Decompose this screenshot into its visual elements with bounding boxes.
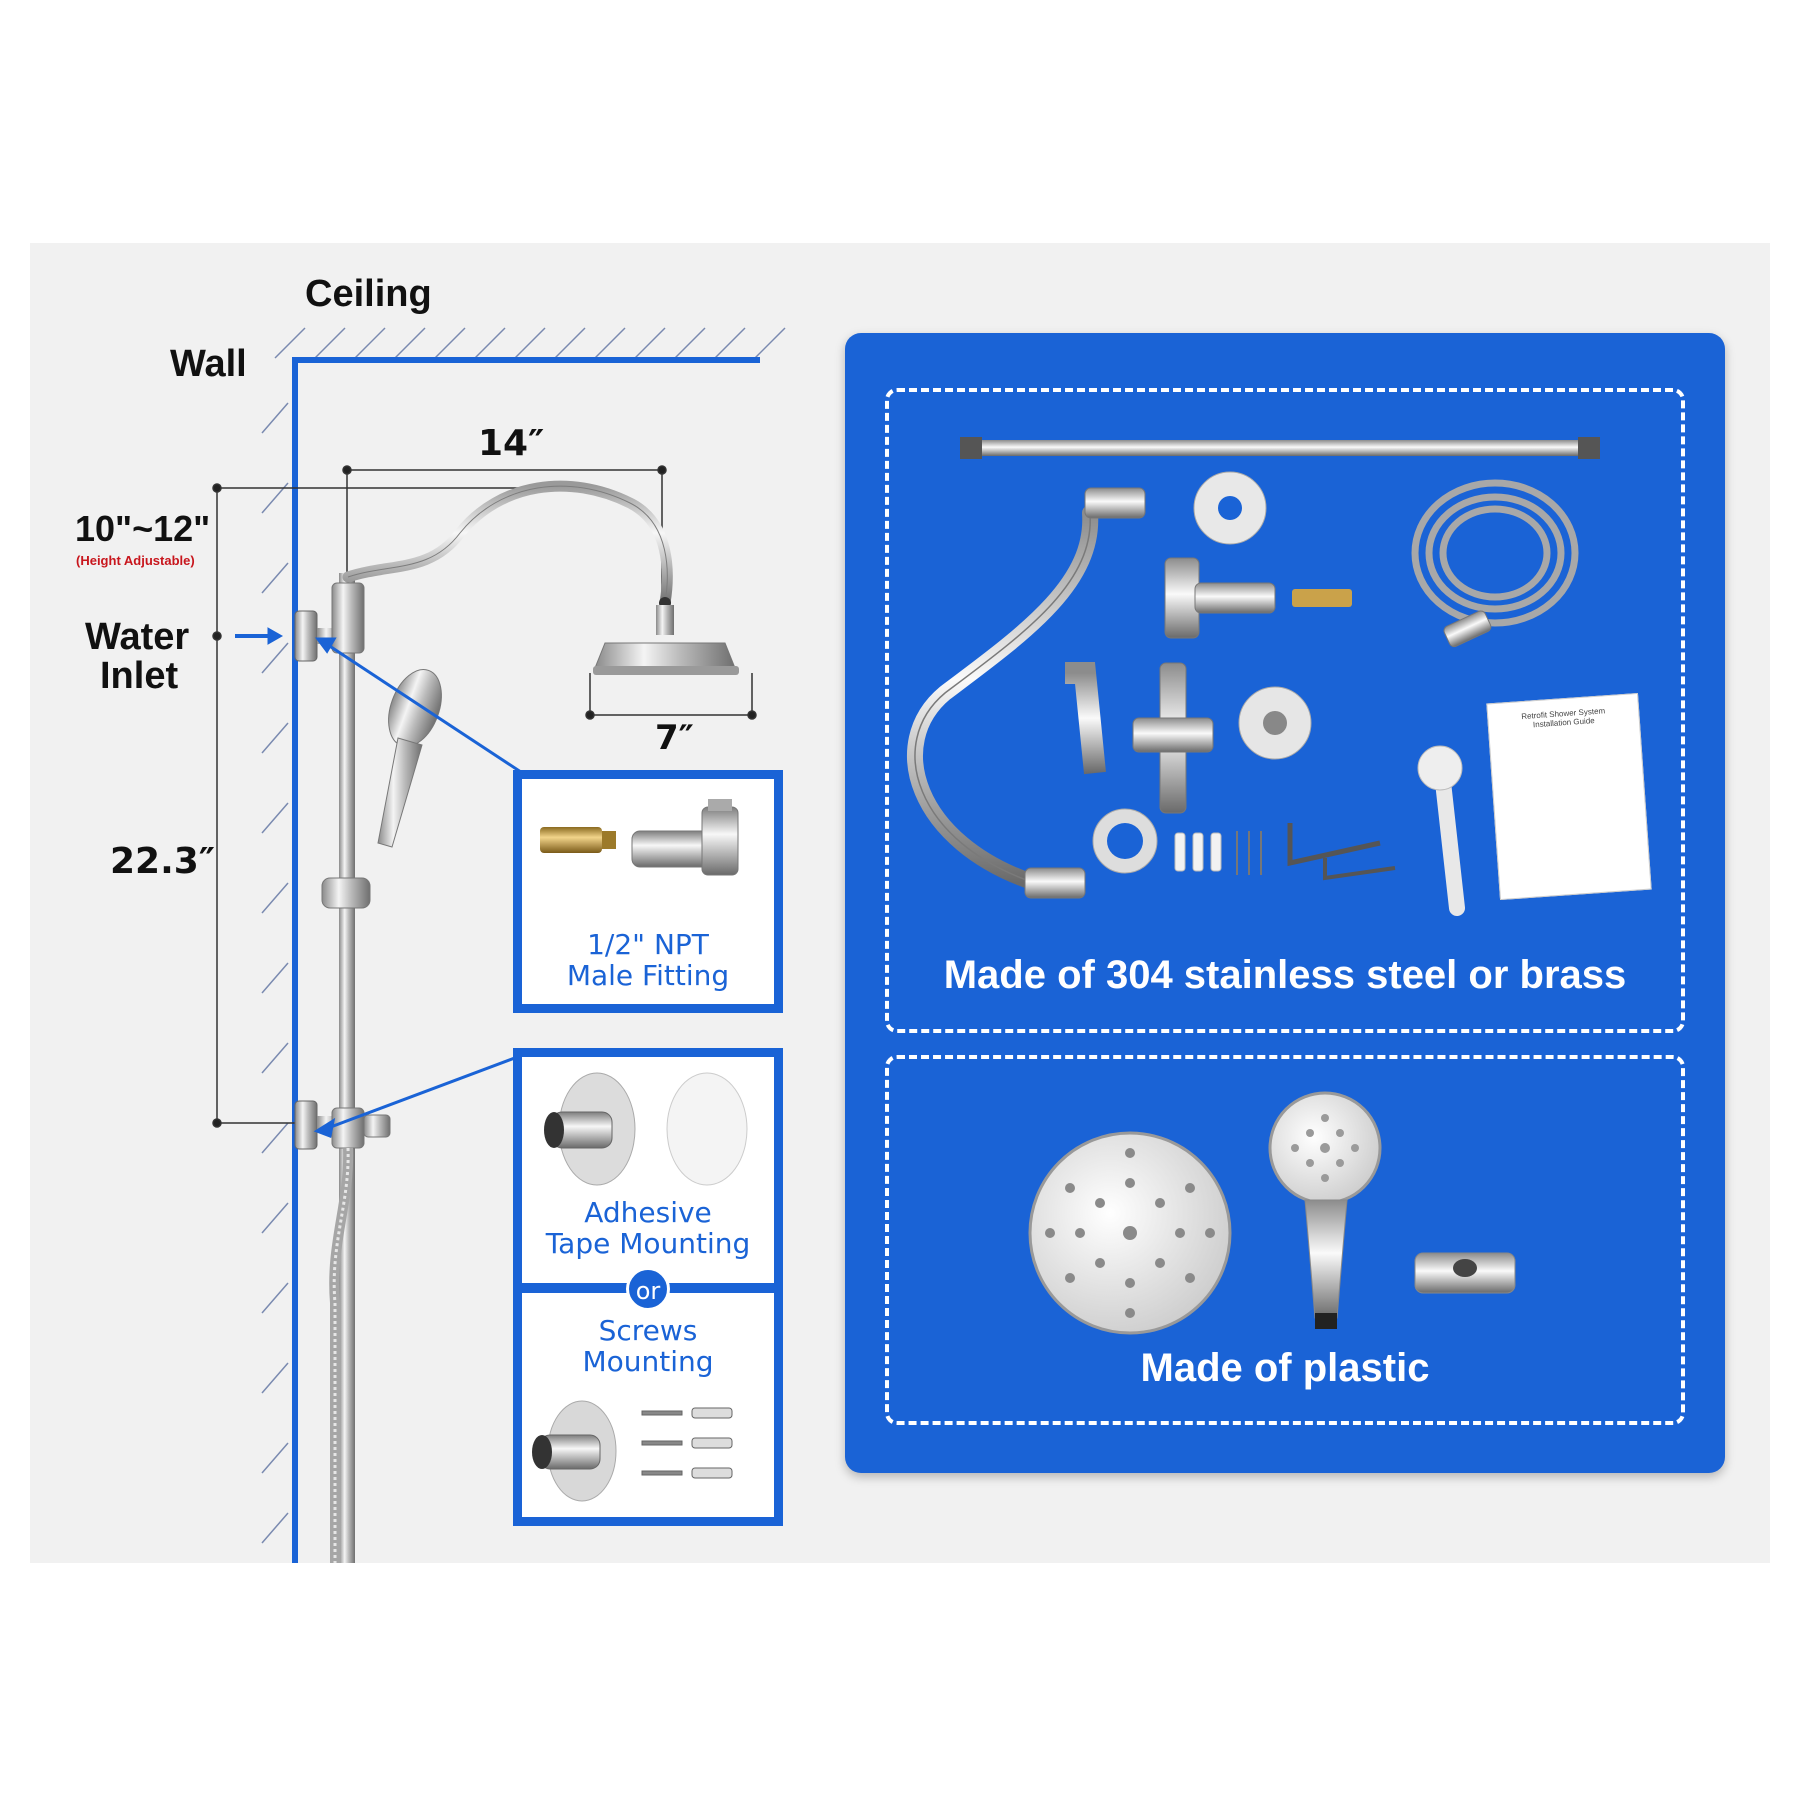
fitting-text-2: Male Fitting	[566, 959, 730, 992]
screws-mount-image	[532, 1400, 733, 1502]
height-range-label: 10"~12"	[75, 508, 211, 549]
ceiling-label: Ceiling	[305, 273, 432, 315]
water-inlet-arrow	[235, 627, 284, 645]
plastic-parts-image	[1028, 1091, 1516, 1335]
wall-label: Wall	[170, 343, 247, 385]
diagram-panel: Ceiling Wall 10"~12" (Height Adjustable)…	[30, 243, 1770, 1563]
adhesive-text-1: Adhesive	[584, 1196, 712, 1229]
screws-panel: Screws Mounting	[522, 1293, 774, 1517]
components-panel: Retrofit Shower System Installation Guid…	[845, 333, 1725, 1473]
steel-parts-box	[885, 388, 1685, 1033]
installation-guide: Retrofit Shower System Installation Guid…	[1486, 692, 1652, 901]
head-diameter-label: 7″	[655, 718, 694, 758]
wall-ceiling-line	[292, 357, 760, 1563]
shower-arm	[342, 480, 673, 609]
or-badge: or	[626, 1267, 670, 1311]
water-inlet-label-1: Water	[85, 616, 190, 658]
slide-bar	[339, 573, 355, 1563]
plastic-parts-box	[885, 1055, 1685, 1425]
mounting-callout: Adhesive Tape Mounting Screws Mounting	[513, 1048, 783, 1526]
hand-shower	[377, 669, 442, 848]
rain-shower-head	[593, 605, 739, 675]
steel-title: Made of 304 stainless steel or brass	[943, 953, 1627, 997]
screws-text-2: Mounting	[582, 1345, 714, 1378]
steel-parts-image	[907, 437, 1600, 916]
wall-hatching	[261, 402, 289, 1544]
adhesive-mount-image	[544, 1072, 748, 1186]
fitting-parts-image	[540, 799, 739, 876]
installation-diagram	[212, 327, 786, 1563]
height-adjustable-note: (Height Adjustable)	[76, 553, 195, 568]
bar-length-label: 22.3″	[110, 841, 215, 882]
callout-pointers	[313, 637, 531, 1139]
adhesive-panel: Adhesive Tape Mounting	[522, 1057, 774, 1283]
ceiling-hatching	[274, 327, 786, 359]
plastic-title: Made of plastic	[1140, 1346, 1430, 1390]
screws-text-1: Screws	[598, 1314, 698, 1347]
water-inlet-label-2: Inlet	[100, 655, 179, 697]
fitting-text-1: 1/2" NPT	[587, 928, 709, 961]
arm-length-label: 14″	[478, 423, 545, 464]
fitting-callout: 1/2" NPT Male Fitting	[513, 770, 783, 1013]
adhesive-text-2: Tape Mounting	[545, 1227, 751, 1260]
